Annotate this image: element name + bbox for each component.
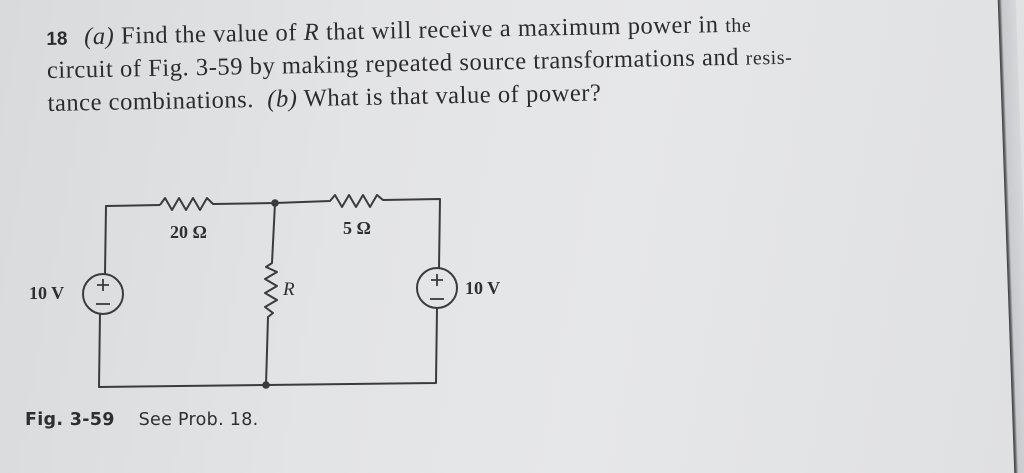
resistor-5-label: 5 Ω — [343, 218, 371, 238]
node-top — [271, 199, 279, 207]
left-source-label: 10 V — [29, 283, 65, 303]
wire-bottom-left — [98, 312, 267, 388]
wire-top-left — [104, 204, 161, 275]
resistor-20-ohm-icon — [159, 197, 276, 211]
right-voltage-source-icon — [416, 267, 458, 309]
right-source-label: 10 V — [465, 278, 501, 298]
load-resistor-label: R — [283, 279, 295, 300]
figure-caption: Fig. 3-59 See Prob. 18. — [25, 410, 259, 430]
resistor-5-ohm-icon — [274, 194, 441, 269]
caption-text: See Prob. 18. — [138, 410, 259, 430]
resistor-20-label: 20 Ω — [170, 222, 207, 242]
wire-right-bottom — [265, 307, 438, 386]
load-resistor-icon — [264, 202, 278, 386]
node-bottom — [262, 381, 270, 389]
figure-number: Fig. 3-59 — [25, 410, 115, 430]
left-voltage-source-icon — [82, 273, 124, 315]
